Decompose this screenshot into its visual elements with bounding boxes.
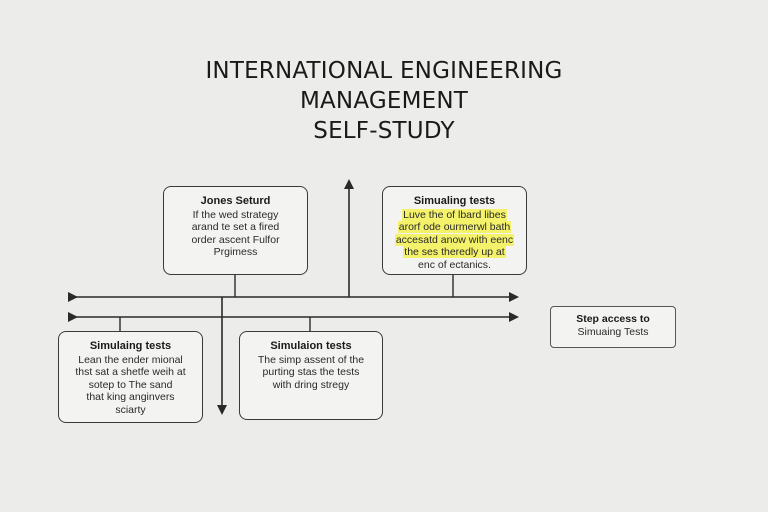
bottom-left-box-line: sotep to The sand (88, 378, 173, 391)
title-line-1: INTERNATIONAL ENGINEERING (205, 58, 563, 84)
title-line-2: MANAGEMENT (299, 88, 469, 114)
bottom-left-box-line: sciarty (115, 403, 146, 416)
side-note-box: Step access to Simuaing Tests (550, 306, 676, 348)
bottom-left-box: Simulaing tests Lean the ender mional th… (58, 331, 203, 423)
top-left-box-line: Prgimess (213, 246, 258, 258)
bottom-left-box-line: that king anginvers (86, 391, 175, 403)
bottom-mid-box-line: The simp assent of the (257, 353, 365, 366)
bottom-mid-box-line: purting stas the tests (262, 366, 360, 378)
top-left-box-title: Jones Seturd (200, 195, 271, 207)
top-right-box: Simualing tests Luve the of lbard libes … (382, 186, 527, 275)
top-left-box-line: If the wed strategy (192, 208, 279, 221)
highlighted-text: Luve the of lbard libes (402, 208, 507, 221)
title-line-3: SELF-STUDY (313, 118, 455, 144)
side-note-line: Simuaing Tests (577, 326, 649, 338)
bottom-mid-box: Simulaion tests The simp assent of the p… (239, 331, 383, 420)
highlighted-text: the ses theredly up at (403, 246, 506, 258)
bottom-mid-box-title: Simulaion tests (270, 340, 352, 352)
bottom-left-box-line: thst sat a shetfe weih at (75, 366, 186, 378)
top-right-box-line: arorf ode ourmerwl bath (383, 221, 526, 234)
top-right-box-line: Luve the of lbard libes (383, 208, 526, 222)
top-right-box-title: Simualing tests (413, 195, 496, 207)
highlighted-text: accesatd anow with eenc (394, 233, 515, 246)
top-left-box-line: order ascent Fulfor (191, 233, 280, 246)
side-note-title: Step access to (576, 313, 650, 325)
top-right-box-line: accesatd anow with eenc (383, 233, 526, 247)
diagram-title: INTERNATIONAL ENGINEERING MANAGEMENT SEL… (0, 56, 768, 146)
highlighted-text: arorf ode ourmerwl bath (397, 221, 512, 233)
bottom-mid-box-line: with dring stregy (272, 378, 350, 391)
bottom-left-box-line: Lean the ender mional (78, 353, 183, 366)
bottom-left-box-title: Simulaing tests (89, 340, 172, 352)
top-left-box: Jones Seturd If the wed strategy arand t… (163, 186, 308, 275)
top-right-box-line: enc of ectanics. (418, 258, 491, 271)
top-left-box-line: arand te set a fired (191, 221, 280, 233)
top-right-box-line: the ses theredly up at (383, 246, 526, 259)
